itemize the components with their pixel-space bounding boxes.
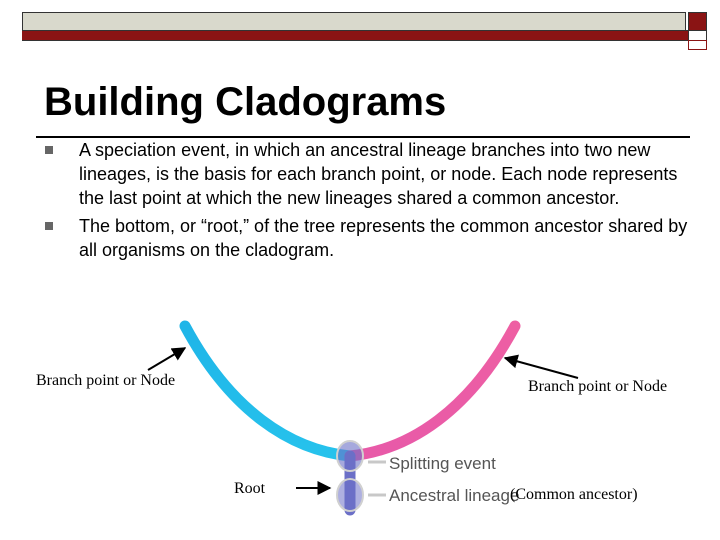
bullet-text: A speciation event, in which an ancestra… — [79, 140, 678, 208]
bullet-item: A speciation event, in which an ancestra… — [44, 138, 694, 210]
left-branch-line — [179, 320, 356, 462]
square-bullet-icon — [45, 222, 53, 230]
decorative-square — [688, 40, 707, 50]
right-node-label: Branch point or Node — [528, 378, 668, 395]
bullet-text: The bottom, or “root,” of the tree repre… — [79, 216, 688, 260]
square-bullet-icon — [45, 146, 53, 154]
left-node-arrow — [147, 347, 187, 371]
right-node-arrow — [503, 354, 579, 379]
ancestral-lineage-label: Ancestral lineage — [389, 486, 519, 505]
title-underline — [36, 136, 690, 138]
bullet-item: The bottom, or “root,” of the tree repre… — [44, 214, 694, 262]
root-label: Root — [234, 480, 266, 497]
bullet-list: A speciation event, in which an ancestra… — [44, 138, 694, 266]
splitting-event-node — [336, 440, 364, 472]
common-ancestor-label: (Common ancestor) — [510, 486, 638, 503]
splitting-event-label: Splitting event — [389, 454, 496, 473]
slide-title: Building Cladograms — [44, 80, 447, 124]
right-branch-line — [344, 320, 521, 462]
left-node-label: Branch point or Node — [36, 372, 176, 389]
decorative-red-bar — [22, 30, 706, 41]
ancestral-lineage-node — [336, 478, 364, 512]
